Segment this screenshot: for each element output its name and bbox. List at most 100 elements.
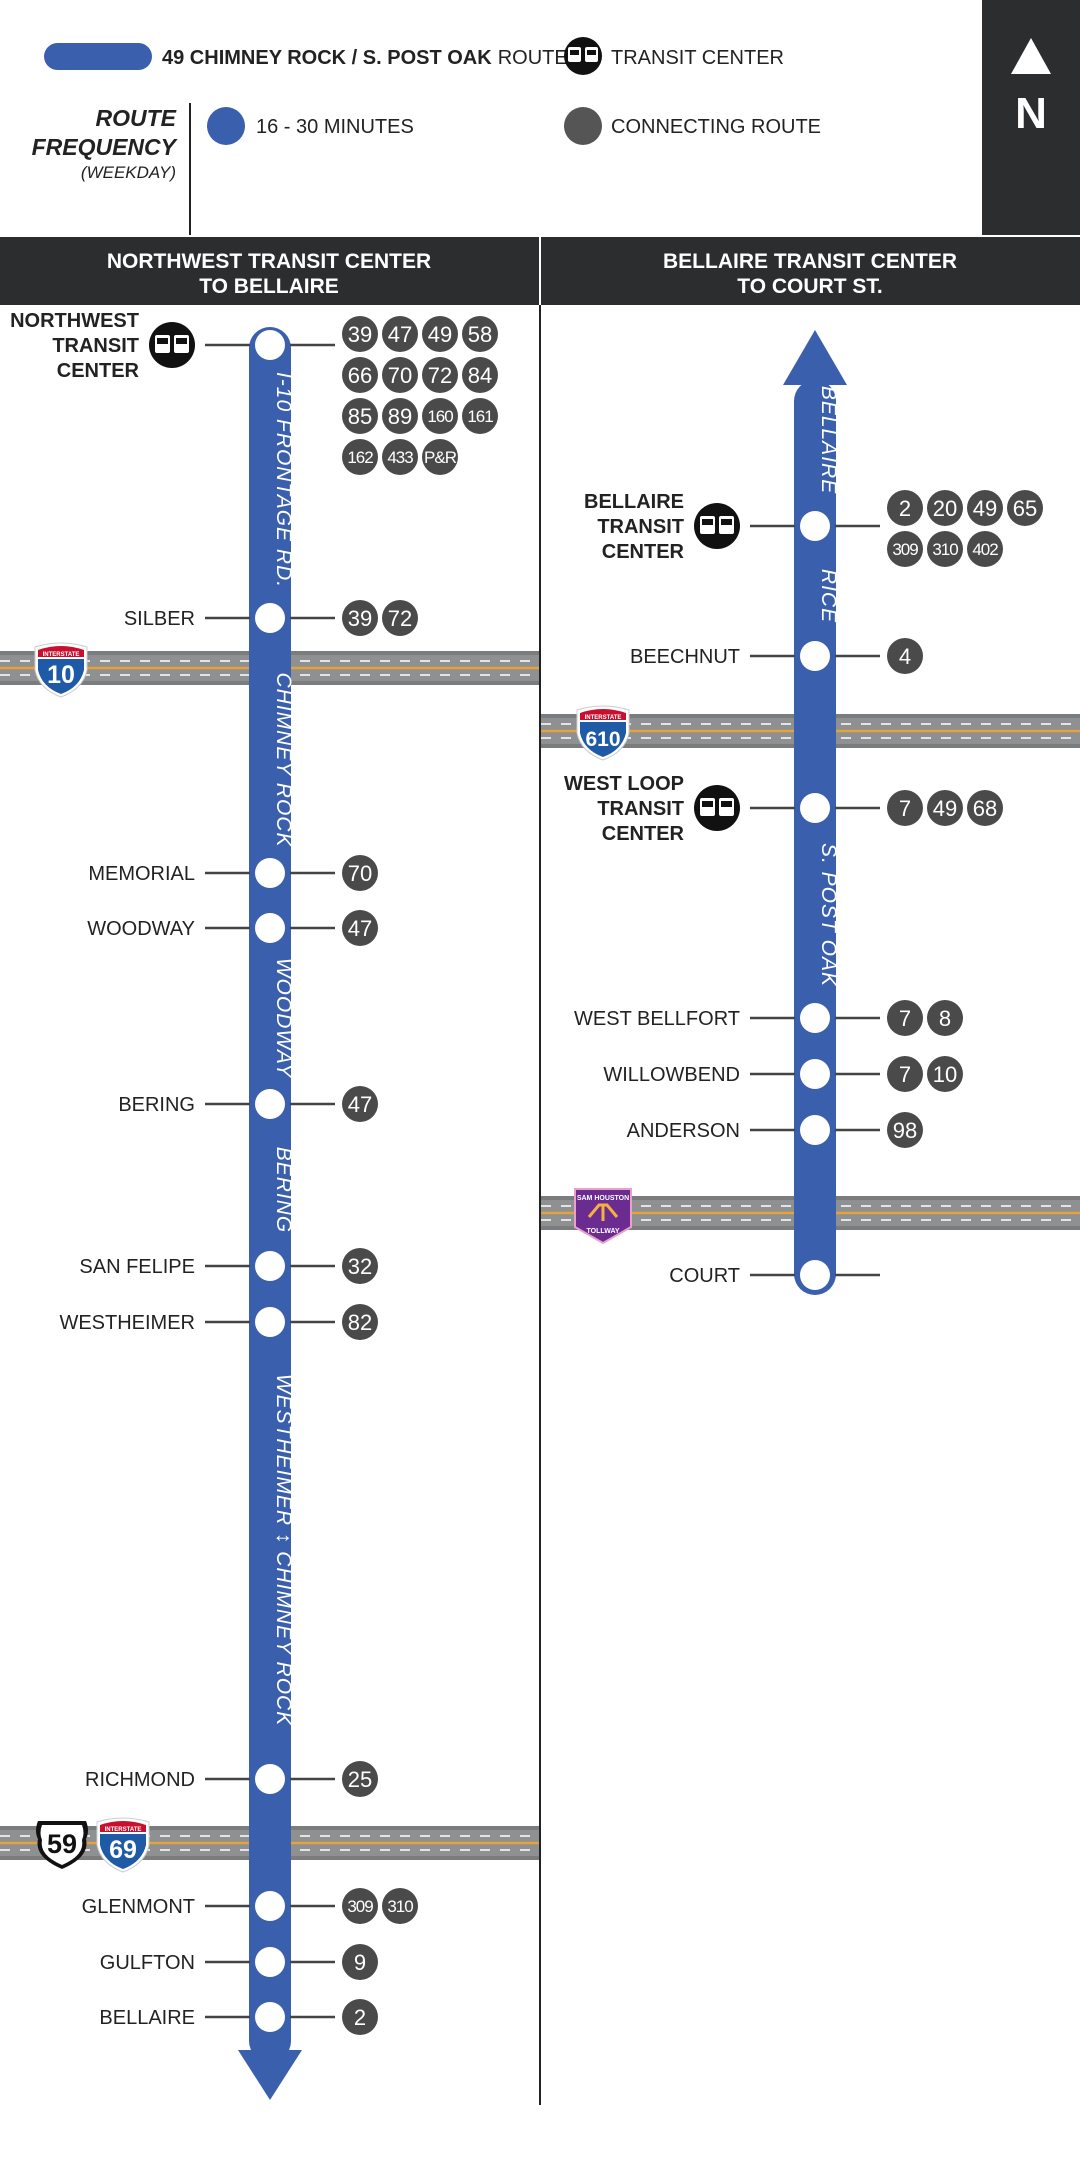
connecting-route-badge: 309 xyxy=(342,1888,378,1924)
route-badge-label: 82 xyxy=(348,1310,372,1335)
route-badge-circle xyxy=(382,600,418,636)
connecting-route-badge: 89 xyxy=(382,398,418,434)
route-badge-circle xyxy=(462,316,498,352)
stop-marker xyxy=(255,858,285,888)
left-street-label: BERING xyxy=(272,1147,295,1234)
frequency-title-2: FREQUENCY xyxy=(32,134,179,160)
bus-window xyxy=(721,801,732,807)
bus-window xyxy=(176,338,187,344)
interstate-shield-banner-text: INTERSTATE xyxy=(105,1827,142,1833)
route-badge-circle xyxy=(927,490,963,526)
stop-marker xyxy=(255,1251,285,1281)
route-badge-label: 89 xyxy=(388,404,412,429)
transit-center-circle xyxy=(694,503,740,549)
left-header: NORTHWEST TRANSIT CENTER TO BELLAIRE xyxy=(0,237,539,305)
stop-name: TRANSIT xyxy=(597,516,684,538)
route-badge-label: 47 xyxy=(388,322,412,347)
north-arrow-icon xyxy=(1011,38,1051,74)
transit-center-icon xyxy=(564,37,602,75)
route-badge-label: 70 xyxy=(348,861,372,886)
transit-center-circle xyxy=(694,785,740,831)
transit-center-icon xyxy=(694,503,740,549)
right-stop: COURT xyxy=(669,1260,880,1290)
stop-marker xyxy=(800,1059,830,1089)
connecting-route-badge: 65 xyxy=(1007,490,1043,526)
connecting-route-badge: 82 xyxy=(342,1304,378,1340)
frequency-subtitle: (WEEKDAY) xyxy=(81,163,176,182)
frequency-title-1: ROUTE xyxy=(96,105,177,131)
route-badge-circle xyxy=(342,1248,378,1284)
route-badge-circle xyxy=(887,638,923,674)
route-badge-circle xyxy=(967,490,1003,526)
interstate-shield-number: 610 xyxy=(585,728,620,751)
route-badge-label: 39 xyxy=(348,322,372,347)
interstate-shield-banner xyxy=(580,709,626,720)
stop-name: BERING xyxy=(118,1094,195,1116)
route-badge-circle xyxy=(462,357,498,393)
route-badge-label: 58 xyxy=(468,322,492,347)
route-badge-label: 25 xyxy=(348,1767,372,1792)
right-street-label: RICE xyxy=(817,569,840,623)
route-badge-label: 66 xyxy=(348,363,372,388)
connecting-route-badge: 20 xyxy=(927,490,963,526)
right-header-line-2: TO COURT ST. xyxy=(737,275,882,298)
tollway-shield-banner-2: TOLLWAY xyxy=(586,1228,619,1235)
transit-center-icon xyxy=(149,322,195,368)
connecting-route-badge: 47 xyxy=(382,316,418,352)
route-badge-label: 72 xyxy=(388,606,412,631)
stop-name: WEST LOOP xyxy=(564,773,684,795)
connecting-route-badge: 310 xyxy=(382,1888,418,1924)
left-street-label: I-10 FRONTAGE RD. xyxy=(272,372,295,588)
connecting-route-badge: 66 xyxy=(342,357,378,393)
connecting-route-badge: 9 xyxy=(342,1944,378,1980)
route-badge-label: 160 xyxy=(427,407,453,426)
connecting-route-badge: 7 xyxy=(887,1056,923,1092)
route-badge-label: 49 xyxy=(933,796,957,821)
route-badge-circle xyxy=(342,1086,378,1122)
connecting-route-badge: 85 xyxy=(342,398,378,434)
stop-name: CENTER xyxy=(602,541,685,563)
connecting-route-badge: 162 xyxy=(342,439,378,475)
route-badge-label: 310 xyxy=(387,1897,413,1916)
stop-name: BELLAIRE xyxy=(584,491,684,513)
route-badge-circle xyxy=(382,1888,418,1924)
connecting-route-badge: 433 xyxy=(382,439,418,475)
stop-marker xyxy=(255,1089,285,1119)
interstate-shield-number: 10 xyxy=(47,661,75,689)
stop-marker xyxy=(255,330,285,360)
route-badge-label: 84 xyxy=(468,363,492,388)
route-badge-label: 7 xyxy=(899,1006,911,1031)
stop-name: BELLAIRE xyxy=(99,2007,195,2029)
connecting-route-swatch xyxy=(564,107,602,145)
right-route-arrow xyxy=(783,330,847,385)
stop-marker xyxy=(800,1115,830,1145)
stop-name: SAN FELIPE xyxy=(79,1256,195,1278)
route-badge-label: 70 xyxy=(388,363,412,388)
route-badge-label: 7 xyxy=(899,796,911,821)
stop-name: RICHMOND xyxy=(85,1769,195,1791)
route-badge-label: 162 xyxy=(347,448,373,467)
route-badge-label: 2 xyxy=(899,496,911,521)
left-street-label: WOODWAY xyxy=(272,958,295,1080)
left-route-line xyxy=(249,327,291,2062)
left-street-label: CHIMNEY ROCK xyxy=(272,673,295,848)
route-badge-circle xyxy=(342,398,378,434)
connecting-route-badge: 2 xyxy=(887,490,923,526)
transit-center-icon xyxy=(694,785,740,831)
stop-name: GULFTON xyxy=(100,1952,195,1974)
stop-name: ANDERSON xyxy=(627,1120,740,1142)
route-badge-circle xyxy=(927,790,963,826)
